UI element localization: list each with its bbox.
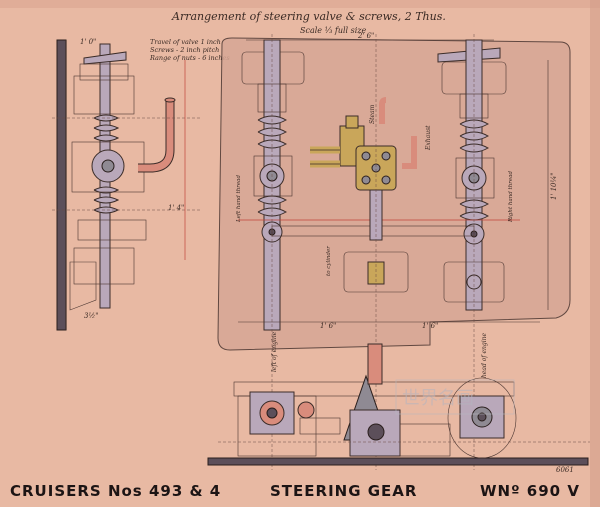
front-right-wheel	[447, 377, 517, 459]
collection-stamp: 世界名画	[395, 379, 515, 415]
label-left-engine: left of engine	[271, 331, 278, 372]
dim-bottom-left: 1' 6"	[320, 322, 336, 330]
label-exhaust: Exhaust	[425, 125, 432, 151]
base-plate	[207, 457, 589, 466]
catalog-number: 6061	[556, 466, 574, 474]
note-travel: Travel of valve 1 inch	[150, 38, 221, 46]
stamp-text: 世界名画	[402, 388, 474, 409]
dim-left-bottom: 3½"	[84, 312, 98, 320]
dim-left-gap: 1' 0"	[80, 38, 96, 46]
label-steam: Steam	[369, 104, 376, 124]
footer-work-number: WNº 690 V	[480, 482, 580, 500]
side-elevation: 1' 4" 1' 0" 3½"	[52, 38, 200, 331]
label-right-thread: Right hand thread	[508, 171, 514, 223]
center-steering-valve	[310, 115, 409, 293]
note-range: Range of nuts - 6 inches	[149, 54, 230, 62]
note-pitch: Screws - 2 inch pitch	[150, 46, 219, 54]
dim-top-span: 2' 6"	[357, 32, 374, 40]
drawing-notes: Travel of valve 1 inch Screws - 2 inch p…	[149, 38, 230, 62]
bulkhead-plate	[56, 39, 67, 331]
plan-view: Steam Exhaust Left hand thread Right han…	[217, 32, 571, 470]
label-cylinder: to cylinder	[326, 246, 332, 276]
drawing-title: Arrangement of steering valve & screws, …	[171, 10, 446, 23]
footer-cruisers: CRUISERS Nos 493 & 4	[10, 482, 221, 500]
dim-bottom-right: 1' 6"	[422, 322, 438, 330]
footer-steering-gear: STEERING GEAR	[270, 482, 417, 500]
dim-side-right: 1' 10¼"	[550, 172, 558, 200]
front-elevation: left of engine head of engine	[207, 331, 590, 466]
dim-side-height: 1' 4"	[168, 204, 184, 212]
label-left-thread: Left hand thread	[236, 175, 242, 223]
label-head-engine: head of engine	[481, 332, 488, 378]
drawing-scale: Scale ⅓ full size	[300, 26, 367, 35]
